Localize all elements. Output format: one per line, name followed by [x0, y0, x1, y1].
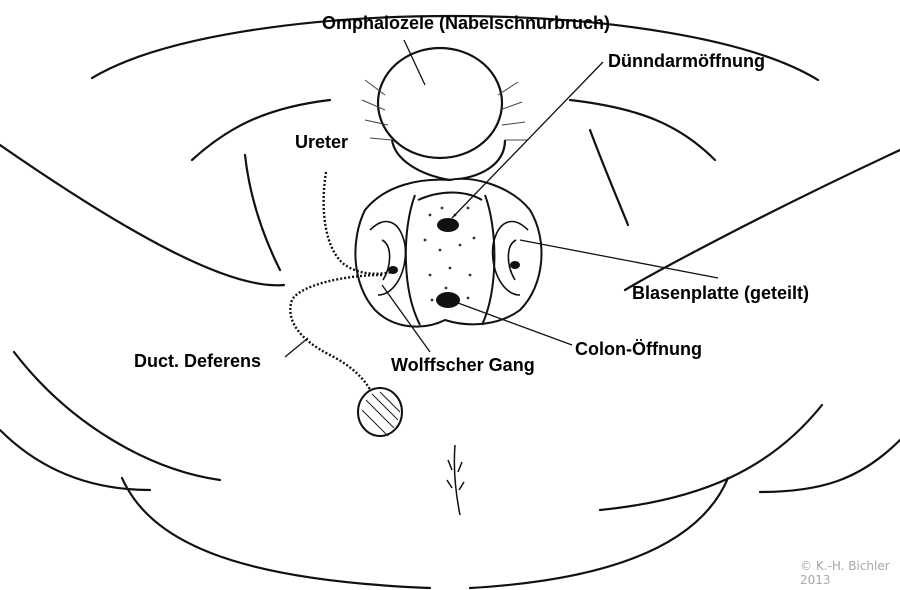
left-buttock-crease	[0, 428, 152, 492]
right-buttock	[468, 476, 730, 590]
testis-hatching	[361, 391, 401, 437]
bladder-halves	[369, 220, 529, 296]
leader-bladder-plate	[519, 239, 719, 279]
credit-author: © K.-H. Bichler	[800, 559, 890, 573]
label-wolffian-duct: Wolffscher Gang	[391, 355, 535, 375]
left-groin-fold	[190, 98, 332, 162]
right-leg-inner	[588, 128, 630, 227]
left-leg-inner	[243, 153, 282, 272]
ureter-tube	[322, 171, 393, 275]
left-buttock	[120, 476, 432, 590]
label-ductus-deferens: Duct. Deferens	[134, 351, 262, 371]
perineal-mark	[446, 444, 465, 516]
leader-colon	[457, 302, 573, 346]
colon-opening	[436, 292, 460, 308]
label-omphalocele: Omphalozele (Nabelschnurbruch)	[322, 13, 611, 33]
right-groin-fold	[568, 98, 717, 162]
leader-small-intestine	[451, 61, 604, 219]
abdomen-outline	[90, 14, 820, 82]
label-small-intestine-opening: Dünndarmöffnung	[608, 51, 765, 71]
label-colon-opening: Colon-Öffnung	[575, 339, 702, 359]
openings	[388, 218, 520, 308]
label-bladder-plate: Blasenplatte (geteilt)	[632, 283, 810, 303]
testis	[357, 387, 403, 437]
leader-wolffian	[381, 284, 431, 353]
credit-block: © K.-H. Bichler 2013	[800, 559, 890, 588]
leader-omphalocele	[403, 39, 426, 86]
right-inner-thigh	[598, 403, 824, 512]
omphalocele-hatching	[361, 79, 528, 141]
right-buttock-crease	[758, 438, 900, 494]
label-ureter: Ureter	[295, 132, 349, 152]
omphalocele-sac	[376, 46, 507, 182]
ductus-deferens-tube	[289, 273, 383, 401]
leader-ductus	[284, 337, 309, 358]
right-ureter-orifice	[510, 261, 520, 269]
left-inner-thigh	[12, 350, 222, 482]
left-thigh-outline	[0, 143, 286, 287]
leader-lines	[284, 39, 719, 358]
small-intestine-opening	[437, 218, 459, 232]
credit-year: 2013	[800, 572, 831, 587]
right-thigh-outline	[623, 148, 900, 292]
